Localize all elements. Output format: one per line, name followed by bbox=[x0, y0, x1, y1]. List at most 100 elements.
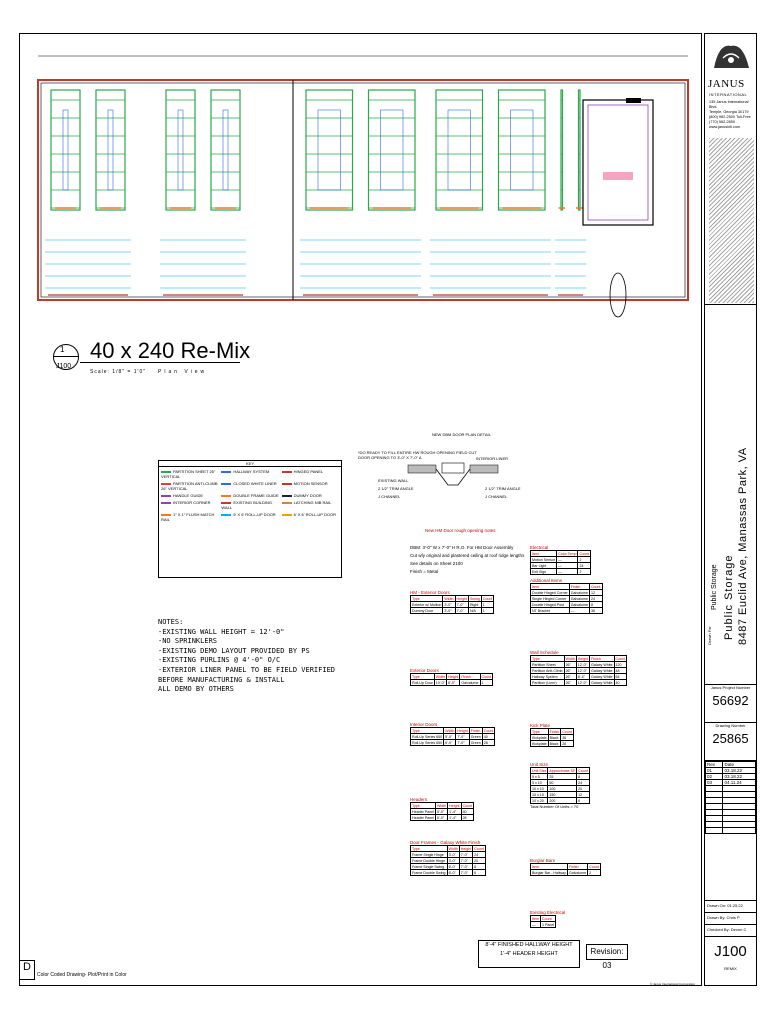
table-cell: 26" bbox=[563, 679, 577, 686]
additional-items-title: Additional Items bbox=[530, 578, 563, 583]
table-cell: 200 bbox=[547, 797, 578, 804]
note-item: -EXISTING DEMO LAYOUT PROVIDED BY PS bbox=[158, 646, 310, 655]
key-label: 5' X 6' ROLL-UP DOOR bbox=[233, 512, 276, 517]
table-row: Exit Sign—2 bbox=[529, 568, 592, 575]
table-cell: Dummy Door bbox=[409, 607, 444, 614]
table-cell: — bbox=[568, 607, 590, 614]
table-cell: 28 bbox=[560, 740, 574, 747]
note-item: -EXTERIOR LINER PANEL TO BE FIELD VERIFI… bbox=[158, 665, 336, 674]
exterior-doors-title: Exterior Doors bbox=[410, 668, 439, 673]
view-bubble-divider bbox=[53, 356, 79, 357]
company-name: JANUS bbox=[708, 78, 745, 90]
electrical-title: Electrical bbox=[530, 545, 549, 550]
table-cell: 7'-0" bbox=[454, 607, 469, 614]
address-line: (800) 962-2500 Toll-Free bbox=[709, 115, 751, 119]
detail-note: *DO READY TO FILL ENTIRE HW ROUGH OPENIN… bbox=[358, 450, 477, 460]
table-cell: 8'-0" bbox=[445, 679, 461, 686]
table-cell: Roll-Up Door bbox=[410, 679, 435, 686]
detail-label-a: EXISTING WALL bbox=[378, 478, 409, 483]
kick-plate-title: Kick Plate bbox=[530, 723, 551, 728]
table-cell: Green bbox=[468, 739, 483, 746]
key-item: PARTITION SHEET 26" VERTICAL bbox=[161, 469, 218, 479]
detail-label-b: 2 1/2" TRIM ANGLE bbox=[378, 486, 414, 491]
key-swatch bbox=[281, 494, 292, 497]
key-label: INTERIOR CORNER bbox=[173, 500, 211, 505]
key-item: DOUBLE FRAME GUIDE bbox=[221, 493, 279, 498]
table-cell: — bbox=[530, 921, 541, 928]
table-row: —1 Panel bbox=[530, 921, 557, 928]
checked-by: Checked By: Devon C bbox=[705, 924, 756, 936]
table-cell: 6 bbox=[576, 797, 590, 804]
drawn-on: Drawn On: 01.25.22 bbox=[705, 900, 756, 912]
detail-label-f: J CHANNEL bbox=[485, 494, 508, 499]
table-cell: 7'-0" bbox=[455, 739, 470, 746]
decorative-pattern bbox=[709, 138, 754, 303]
table-cell: 3'-0" bbox=[442, 607, 456, 614]
drawing-number-cell: Drawing Number 25865 bbox=[705, 722, 756, 760]
title-block: JANUS INTERNATIONAL 135 Janus Internatio… bbox=[704, 33, 757, 986]
view-plan-label: Plan View bbox=[158, 369, 208, 375]
table-cell: — bbox=[556, 568, 579, 575]
rough-opening-line: DBM: 3'-0" W x 7'-0" H R.O. For HM Door … bbox=[410, 545, 514, 550]
table-cell: 6'-0" bbox=[434, 814, 449, 821]
key-label: DOUBLE FRAME GUIDE bbox=[233, 493, 279, 498]
table-cell: NT Bracket bbox=[530, 607, 570, 614]
unit-size-title: Unit Size bbox=[530, 762, 549, 767]
view-number: 1 bbox=[60, 345, 65, 354]
janus-logo-icon bbox=[714, 45, 749, 68]
address-line: Temple, Georgia 30179 bbox=[709, 110, 749, 114]
table-cell: Black bbox=[547, 740, 562, 747]
key-title: KEY bbox=[159, 461, 341, 467]
project-number-label: Janus Project Number bbox=[710, 685, 751, 690]
table-cell: 1 bbox=[480, 607, 495, 614]
rough-opening-title: New HM Door rough opening notes bbox=[425, 528, 496, 533]
view-title: 40 x 240 Re-Mix bbox=[90, 338, 251, 363]
table-cell: 6'-0" bbox=[443, 739, 457, 746]
table-cell: 7'-0" bbox=[458, 869, 474, 876]
key-swatch bbox=[161, 494, 171, 497]
table-cell: Galaxy White bbox=[589, 679, 615, 686]
key-item: CLOSED WHITE LINER bbox=[221, 481, 278, 491]
key-item: EXISTING BUILDING WALL bbox=[221, 500, 278, 510]
table-cell: 2 bbox=[577, 568, 592, 575]
rough-opening-line: Cut wfy original and plastered ceiling a… bbox=[410, 553, 525, 558]
drawn-by: Drawn By: Chris P bbox=[705, 912, 756, 924]
rough-opening-line: Finish = Metal bbox=[410, 569, 439, 574]
key-label: HANDLE GUIDE bbox=[173, 493, 204, 498]
project-cell: Drawn For Public Storage Public Storage … bbox=[705, 304, 756, 649]
key-swatch bbox=[221, 482, 232, 485]
revision-box: Revision: 03 bbox=[586, 944, 628, 970]
key-item: DUMMY DOOR bbox=[281, 493, 339, 498]
hm-doors-title: HM - Exterior Doors bbox=[410, 590, 450, 595]
key-label: LATCHING NIB RAIL bbox=[293, 500, 332, 505]
drawn-for-label: Drawn For bbox=[707, 626, 712, 645]
table-cell: Roll-Up Series 650 bbox=[409, 739, 445, 746]
detail-label-d: INTERIOR LINER bbox=[476, 456, 509, 461]
table-cell: 1 bbox=[479, 679, 494, 686]
key-label: 1" X 1" FLUSH MATCH RAIL bbox=[161, 512, 215, 522]
copyright: © Janus International Corporation bbox=[650, 982, 695, 986]
key-label: PARTITION ANTI-CLIMB 26" VERTICAL bbox=[161, 481, 218, 491]
project-number-cell: Janus Project Number 56692 bbox=[705, 684, 756, 722]
key-swatch bbox=[281, 501, 292, 504]
table-cell: 1'-4" bbox=[447, 814, 462, 821]
table-cell: Partition (Liner) bbox=[530, 679, 565, 686]
key-item: HALLWAY SYSTEM bbox=[221, 469, 278, 479]
door-detail-drawing bbox=[407, 462, 499, 486]
table-cell: Header Panel bbox=[410, 814, 436, 821]
key-swatch bbox=[221, 501, 232, 504]
table-cell: Galvalume bbox=[459, 679, 481, 686]
drawing-border bbox=[19, 33, 702, 986]
table-row: NT Bracket—36 bbox=[530, 607, 603, 614]
key-item: INTERIOR CORNER bbox=[161, 500, 218, 510]
key-label: HINGED PANEL bbox=[293, 469, 324, 474]
